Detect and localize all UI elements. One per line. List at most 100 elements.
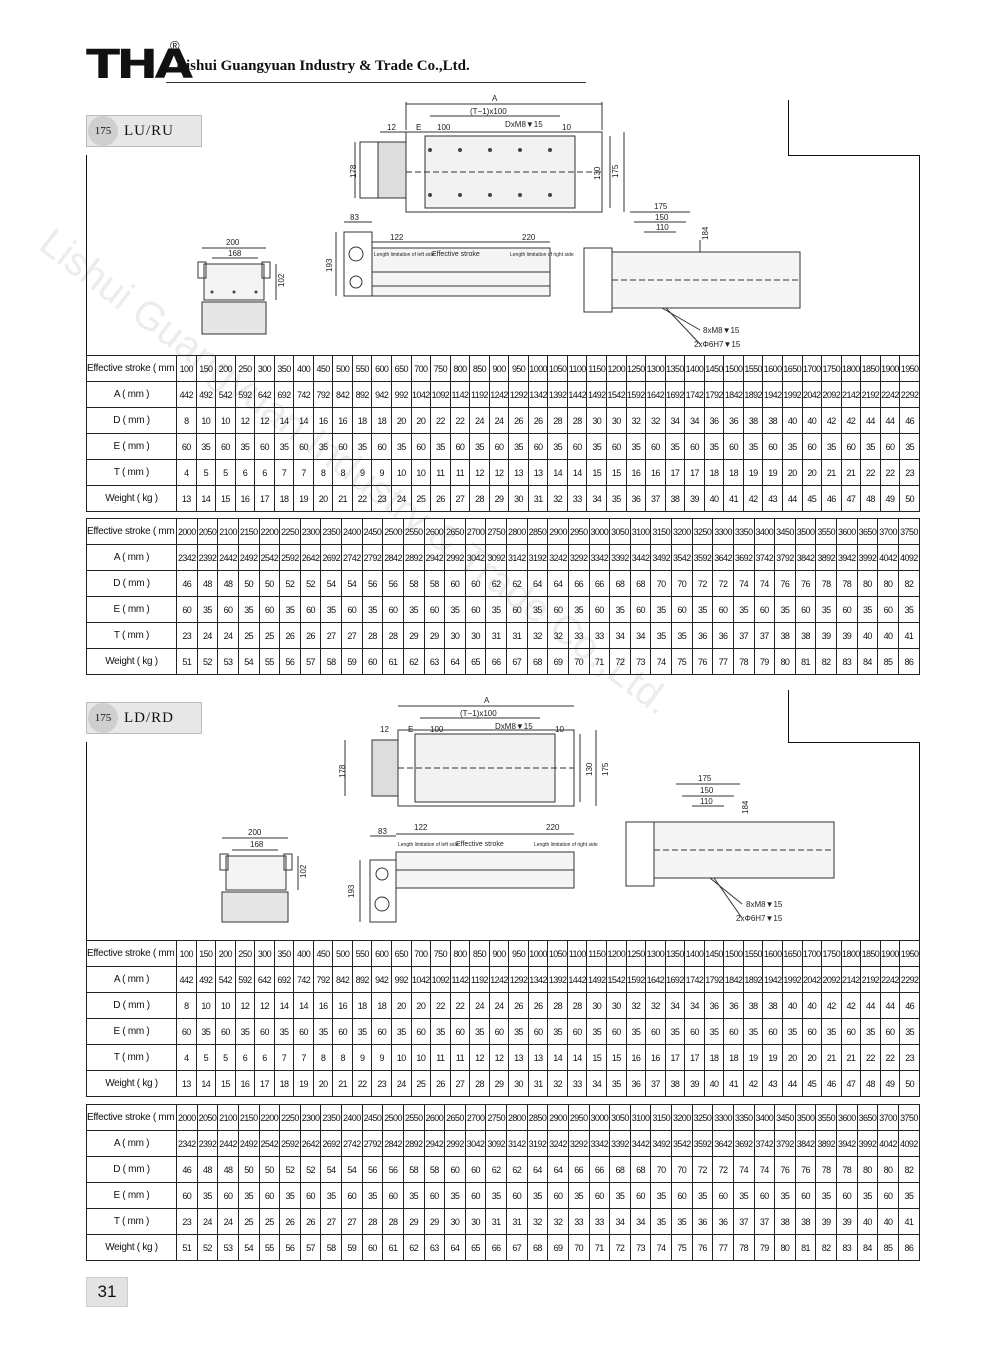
table-cell: 12 bbox=[488, 1044, 510, 1071]
table-cell: 33 bbox=[567, 1208, 590, 1235]
table-cell: 28 bbox=[382, 1208, 404, 1235]
table-cell: 35 bbox=[195, 1018, 217, 1045]
table-cell: 35 bbox=[526, 1182, 549, 1209]
table-cell: 35 bbox=[279, 1182, 301, 1209]
table-cell: 86 bbox=[897, 1234, 921, 1261]
table-cell: 2350 bbox=[320, 1104, 342, 1131]
table-cell: 38 bbox=[762, 992, 783, 1019]
table-cell: 21 bbox=[332, 485, 353, 512]
table-cell: 74 bbox=[650, 1234, 672, 1261]
table-cell: 13 bbox=[176, 485, 197, 512]
table-cell: 60 bbox=[629, 1182, 652, 1209]
table-cell: 72 bbox=[609, 1234, 631, 1261]
table-cell: 32 bbox=[547, 1208, 569, 1235]
dim-12: 12 bbox=[380, 725, 389, 734]
table-cell: 6 bbox=[234, 1044, 256, 1071]
table-cell: 42 bbox=[742, 485, 764, 512]
table-cell: 3092 bbox=[485, 1130, 507, 1157]
table-cell: 9 bbox=[371, 1044, 393, 1071]
table-cell: 26 bbox=[279, 1208, 301, 1235]
page-number: 31 bbox=[86, 1277, 128, 1307]
table-cell: 792 bbox=[312, 966, 334, 993]
table-cell: 35 bbox=[664, 1018, 686, 1045]
table-cell: 38 bbox=[742, 992, 764, 1019]
table-cell: 60 bbox=[176, 1018, 197, 1045]
table-cell: 25 bbox=[410, 1070, 432, 1097]
row-label: Effective stroke ( mm ) bbox=[86, 355, 177, 382]
table-cell: 350 bbox=[273, 940, 295, 967]
table-cell: 1492 bbox=[586, 966, 608, 993]
table-cell: 27 bbox=[320, 1208, 342, 1235]
table-cell: 2000 bbox=[176, 1104, 198, 1131]
table-cell: 30 bbox=[606, 992, 627, 1019]
table-cell: 37 bbox=[753, 1208, 776, 1235]
dim-220: 220 bbox=[546, 823, 560, 832]
table-cell: 17 bbox=[664, 1044, 686, 1071]
table-cell: 10 bbox=[215, 992, 236, 1019]
table-cell: 59 bbox=[341, 1234, 363, 1261]
table-cell: 3142 bbox=[506, 1130, 528, 1157]
label-h7: 2xΦ6H7▼15 bbox=[694, 340, 741, 349]
table-cell: 60 bbox=[684, 1018, 705, 1045]
table-cell: 38 bbox=[664, 1070, 686, 1097]
table-cell: 80 bbox=[856, 1156, 879, 1183]
table-cell: 23 bbox=[176, 622, 198, 649]
table-cell: 63 bbox=[423, 1234, 446, 1261]
table-cell: 24 bbox=[469, 992, 490, 1019]
table-cell: 700 bbox=[410, 940, 432, 967]
label-effective-stroke: Effective stroke bbox=[432, 251, 480, 258]
table-cell: 542 bbox=[215, 966, 236, 993]
table-cell: 3600 bbox=[836, 1104, 858, 1131]
table-cell: 16 bbox=[332, 992, 353, 1019]
table-cell: 60 bbox=[176, 1182, 198, 1209]
table-cell: 70 bbox=[650, 1156, 672, 1183]
table-cell: 64 bbox=[547, 1156, 569, 1183]
table-cell: 68 bbox=[629, 1156, 652, 1183]
table-cell: 17 bbox=[254, 1070, 275, 1097]
table-cell: 3992 bbox=[856, 1130, 879, 1157]
table-cell: 450 bbox=[312, 940, 334, 967]
table-cell: 21 bbox=[821, 1044, 842, 1071]
table-cell: 14 bbox=[273, 992, 295, 1019]
table-cell: 14 bbox=[195, 485, 217, 512]
table-cell: 32 bbox=[547, 485, 568, 512]
table-cell: 49 bbox=[879, 1070, 901, 1097]
table-cell: 76 bbox=[774, 1156, 796, 1183]
table-cell: 20 bbox=[410, 992, 432, 1019]
table-cell: 2392 bbox=[196, 1130, 219, 1157]
table-cell: 54 bbox=[237, 1234, 260, 1261]
table-cell: 2900 bbox=[547, 1104, 569, 1131]
table-cell: 79 bbox=[753, 1234, 776, 1261]
table-cell: 24 bbox=[488, 992, 510, 1019]
company-name: Lishui Guangyuan Industry & Trade Co.,Lt… bbox=[176, 58, 470, 74]
table-cell: 61 bbox=[382, 648, 404, 675]
table-cell: 48 bbox=[860, 1070, 881, 1097]
table-cell: 60 bbox=[423, 1182, 446, 1209]
table-cell: 1050 bbox=[547, 940, 568, 967]
table-cell: 2442 bbox=[217, 1130, 239, 1157]
table-cell: 20 bbox=[312, 485, 334, 512]
table-cell: 60 bbox=[753, 1182, 776, 1209]
table-cell: 34 bbox=[609, 1208, 631, 1235]
table-cell: 74 bbox=[753, 1156, 776, 1183]
table-cell: 10 bbox=[391, 1044, 412, 1071]
table-cell: 35 bbox=[485, 1182, 507, 1209]
row-label: T ( mm ) bbox=[86, 1208, 177, 1235]
dim-168: 168 bbox=[228, 249, 242, 258]
table-cell: 15 bbox=[215, 1070, 236, 1097]
table-cell: 35 bbox=[237, 1182, 260, 1209]
table-cell: 9 bbox=[351, 1044, 373, 1071]
table-cell: 3042 bbox=[464, 1130, 487, 1157]
table-cell: 2250 bbox=[279, 1104, 301, 1131]
section-tag-ld-rd: 175 LD/RD bbox=[86, 702, 202, 734]
table-cell: 2650 bbox=[444, 1104, 466, 1131]
table-cell: 3700 bbox=[877, 1104, 899, 1131]
table-cell: 82 bbox=[815, 1234, 837, 1261]
table-cell: 60 bbox=[293, 1018, 314, 1045]
table-cell: 492 bbox=[195, 966, 217, 993]
table-cell: 77 bbox=[712, 1234, 734, 1261]
table-cell: 56 bbox=[279, 1234, 301, 1261]
